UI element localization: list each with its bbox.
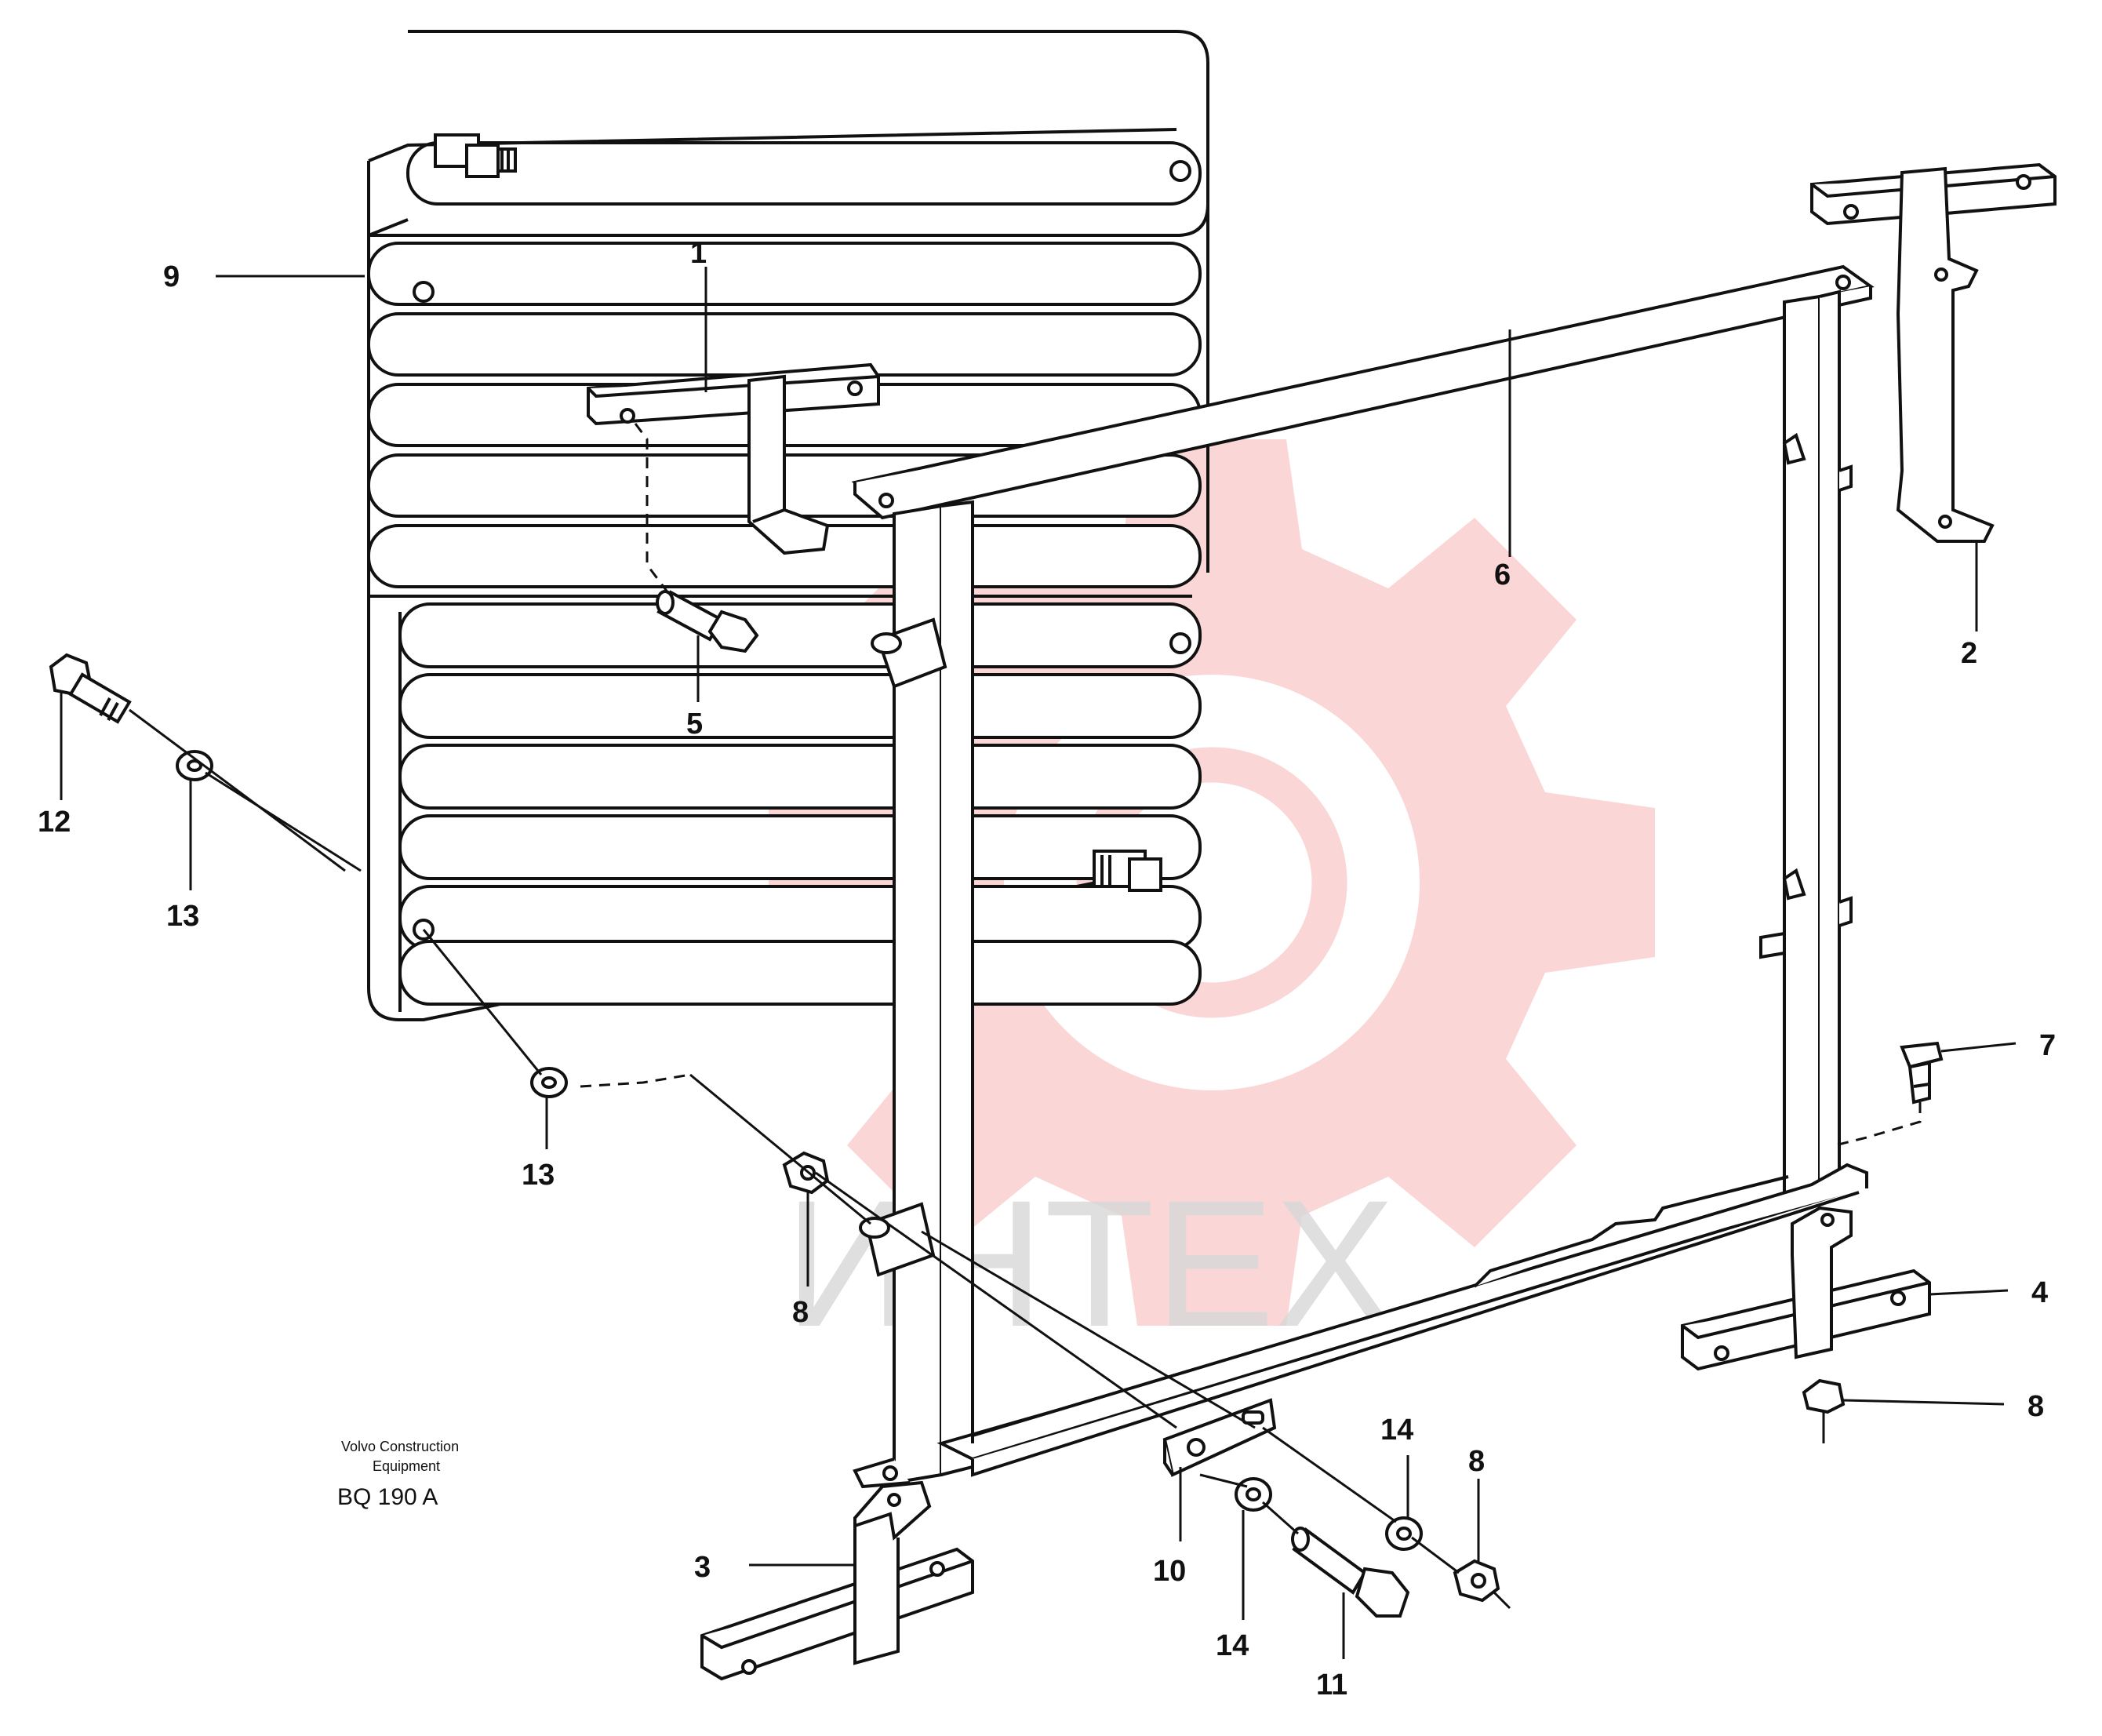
callout-9: 9 xyxy=(163,260,180,293)
cooler-tubes-lower xyxy=(398,602,1202,1006)
callout-2: 2 xyxy=(1961,637,1977,670)
callout-14-left: 14 xyxy=(1216,1629,1249,1662)
bolt-11-icon xyxy=(1291,1527,1410,1618)
bolt-12-icon xyxy=(49,653,132,724)
washer-13-upper-icon xyxy=(176,750,213,781)
callout-7: 7 xyxy=(2039,1029,2056,1062)
bolt-5-icon xyxy=(656,590,759,653)
frame-6 xyxy=(851,264,1875,1489)
callout-12: 12 xyxy=(38,806,71,839)
callout-3: 3 xyxy=(694,1551,711,1584)
callout-1: 1 xyxy=(690,237,707,270)
bottom-fitting-icon xyxy=(1093,850,1162,892)
top-fitting-icon xyxy=(434,133,517,178)
callout-8-bottom: 8 xyxy=(1468,1445,1485,1478)
callout-8-right: 8 xyxy=(2027,1390,2044,1423)
caption-maker-line2: Equipment xyxy=(373,1458,440,1474)
nut-8-bottom-icon xyxy=(1453,1559,1500,1603)
spacer-bushing-upper xyxy=(871,617,947,689)
callout-numbers: 9 1 5 6 2 12 13 13 8 7 4 8 3 10 14 14 8 … xyxy=(38,237,2056,1701)
callout-13-lower: 13 xyxy=(522,1159,555,1192)
caption-maker-line1: Volvo Construction xyxy=(341,1439,459,1454)
bracket-1 xyxy=(587,362,880,555)
drawing-caption: Volvo Construction Equipment BQ 190 A xyxy=(337,1439,459,1510)
callout-11: 11 xyxy=(1316,1669,1347,1701)
callout-leaders xyxy=(60,267,2017,1659)
nut-8-right-icon xyxy=(1802,1378,1846,1414)
callout-13-upper: 13 xyxy=(166,900,199,933)
plate-10 xyxy=(1162,1398,1277,1477)
bracket-2 xyxy=(1810,162,2057,543)
callout-6: 6 xyxy=(1494,559,1511,591)
assembly-lines xyxy=(129,423,1922,1610)
callout-8-left: 8 xyxy=(792,1296,809,1329)
callout-14-right: 14 xyxy=(1380,1414,1413,1447)
washer-14-right-icon xyxy=(1385,1516,1423,1551)
washer-13-lower-icon xyxy=(530,1067,568,1098)
bolt-7-icon xyxy=(1900,1041,1944,1105)
callout-4: 4 xyxy=(2031,1276,2048,1309)
caption-drawing-code: BQ 190 A xyxy=(337,1484,438,1510)
callout-5: 5 xyxy=(686,708,703,741)
bracket-4 xyxy=(1681,1206,1931,1371)
bracket-3 xyxy=(700,1480,974,1681)
callout-10: 10 xyxy=(1153,1555,1186,1588)
